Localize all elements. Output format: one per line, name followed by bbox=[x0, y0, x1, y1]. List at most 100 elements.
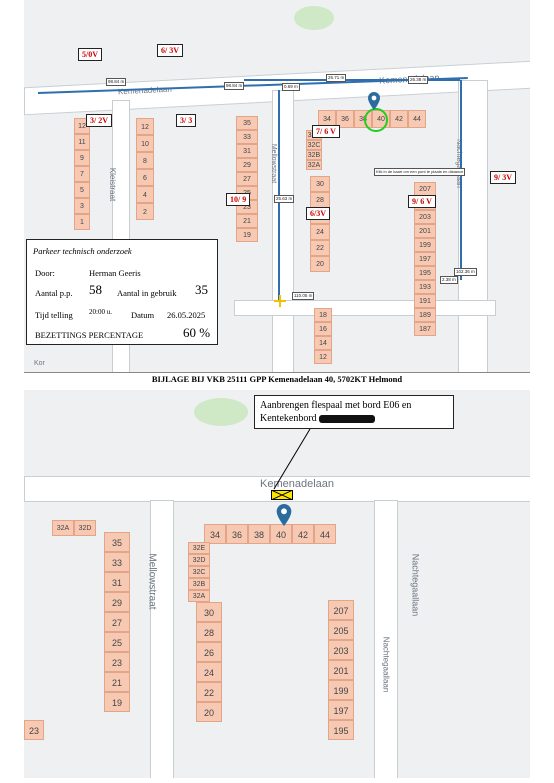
house: 27 bbox=[236, 172, 258, 186]
house: 19 bbox=[236, 228, 258, 242]
house: 195 bbox=[328, 720, 354, 740]
house: 34 bbox=[204, 524, 226, 544]
house: 32C bbox=[306, 140, 322, 150]
street-label: Nachtegaallaan bbox=[410, 553, 421, 617]
house: 32A bbox=[188, 590, 210, 602]
street-nachtegaallaan bbox=[458, 80, 488, 372]
survey-info-box: Parkeer technisch onderzoek Door: Herman… bbox=[26, 239, 218, 345]
house: 199 bbox=[328, 680, 354, 700]
house: 207 bbox=[414, 182, 436, 196]
measure-route bbox=[244, 79, 460, 81]
street-label: Kleistraat bbox=[108, 167, 118, 202]
house: 28 bbox=[196, 622, 222, 642]
house: 9 bbox=[74, 150, 90, 166]
house: 28 bbox=[310, 192, 330, 208]
house: 24 bbox=[310, 224, 330, 240]
redaction-mark bbox=[319, 414, 376, 423]
house: 3 bbox=[74, 198, 90, 214]
house: 7 bbox=[74, 166, 90, 182]
house: 12 bbox=[314, 350, 332, 364]
crosshair-icon bbox=[274, 295, 286, 307]
street-label: Nachtegaallaan bbox=[381, 636, 391, 693]
info-bezetting-value: 60 % bbox=[183, 325, 211, 340]
house: 40 bbox=[270, 524, 292, 544]
street-mellowstraat bbox=[150, 500, 174, 778]
house: 29 bbox=[236, 158, 258, 172]
house: 20 bbox=[196, 702, 222, 722]
info-pp-value: 58 bbox=[89, 282, 102, 297]
house: 27 bbox=[104, 612, 130, 632]
house: 36 bbox=[226, 524, 248, 544]
location-detail-map: Kemenadelaan Mellowstraat Nachtegaallaan… bbox=[24, 390, 530, 778]
house: 30 bbox=[310, 176, 330, 192]
house: 22 bbox=[196, 682, 222, 702]
house: 22 bbox=[310, 240, 330, 256]
location-pin-icon bbox=[276, 504, 292, 526]
green-area bbox=[194, 398, 248, 426]
document-caption: BIJLAGE BIJ VKB 25111 GPP Kemenadelaan 4… bbox=[151, 374, 403, 384]
distance-label: 25.71 m bbox=[326, 74, 347, 82]
house: 187 bbox=[414, 322, 436, 336]
distance-label: 102.36 m bbox=[454, 268, 477, 276]
house: 4 bbox=[136, 186, 154, 203]
house: 32D bbox=[74, 520, 96, 536]
house: 14 bbox=[314, 336, 332, 350]
house: 5 bbox=[74, 182, 90, 198]
house: 26 bbox=[196, 642, 222, 662]
house: 12 bbox=[136, 118, 154, 135]
house: 195 bbox=[414, 266, 436, 280]
house: 32A bbox=[52, 520, 74, 536]
instruction-note: Aanbrengen flespaal met bord E06 en Kent… bbox=[254, 395, 454, 429]
info-pp-label: Aantal p.p. bbox=[35, 288, 73, 298]
house: 32C bbox=[188, 566, 210, 578]
callout-count: 9/ 3V bbox=[490, 171, 516, 184]
house: 199 bbox=[414, 238, 436, 252]
house: 25 bbox=[104, 632, 130, 652]
street-label: Mellowstraat bbox=[146, 553, 158, 610]
info-gebruik-label: Aantal in gebruik bbox=[117, 288, 177, 298]
house: 32B bbox=[188, 578, 210, 590]
house: 24 bbox=[196, 662, 222, 682]
sign-marker-icon bbox=[271, 490, 293, 500]
house: 32A bbox=[306, 160, 322, 170]
street-kemenadelaan bbox=[24, 476, 530, 502]
distance-label: 98.84 m bbox=[224, 82, 245, 90]
house: 1 bbox=[74, 214, 90, 230]
house: 6 bbox=[136, 169, 154, 186]
house: 31 bbox=[236, 144, 258, 158]
street-nachtegaallaan bbox=[374, 500, 398, 778]
house: 16 bbox=[314, 322, 332, 336]
house: 201 bbox=[328, 660, 354, 680]
note-line2: Kentekenbord bbox=[260, 412, 448, 425]
house: 197 bbox=[328, 700, 354, 720]
house: 33 bbox=[236, 130, 258, 144]
info-door-value: Herman Geeris bbox=[89, 268, 141, 278]
callout-count: 10/ 9 bbox=[226, 193, 251, 206]
house: 38 bbox=[248, 524, 270, 544]
info-door-label: Door: bbox=[35, 268, 55, 278]
callout-count: 7/ 6 V bbox=[312, 125, 340, 138]
house: 8 bbox=[136, 152, 154, 169]
street-mellowstraat bbox=[272, 90, 294, 372]
house: 35 bbox=[104, 532, 130, 552]
house: 2 bbox=[136, 203, 154, 220]
house: 19 bbox=[104, 692, 130, 712]
house: 203 bbox=[414, 210, 436, 224]
distance-label: 110.05 m bbox=[292, 292, 315, 300]
info-datum-value: 26.05.2025 bbox=[167, 310, 206, 320]
house: 18 bbox=[314, 308, 332, 322]
distance-label: 25.63 m bbox=[274, 195, 295, 203]
pointer-line bbox=[273, 429, 311, 490]
house: 32B bbox=[306, 150, 322, 160]
house: 30 bbox=[196, 602, 222, 622]
house: 203 bbox=[328, 640, 354, 660]
callout-count: 6/ 3V bbox=[157, 44, 183, 57]
house: 31 bbox=[104, 572, 130, 592]
house: 11 bbox=[74, 134, 90, 150]
info-datum-label: Datum bbox=[131, 310, 155, 320]
distance-label: 2.38 m bbox=[440, 276, 458, 284]
info-tijd-label: Tijd telling bbox=[35, 310, 73, 320]
house: 44 bbox=[408, 110, 426, 128]
house: 35 bbox=[236, 116, 258, 130]
house: 193 bbox=[414, 280, 436, 294]
